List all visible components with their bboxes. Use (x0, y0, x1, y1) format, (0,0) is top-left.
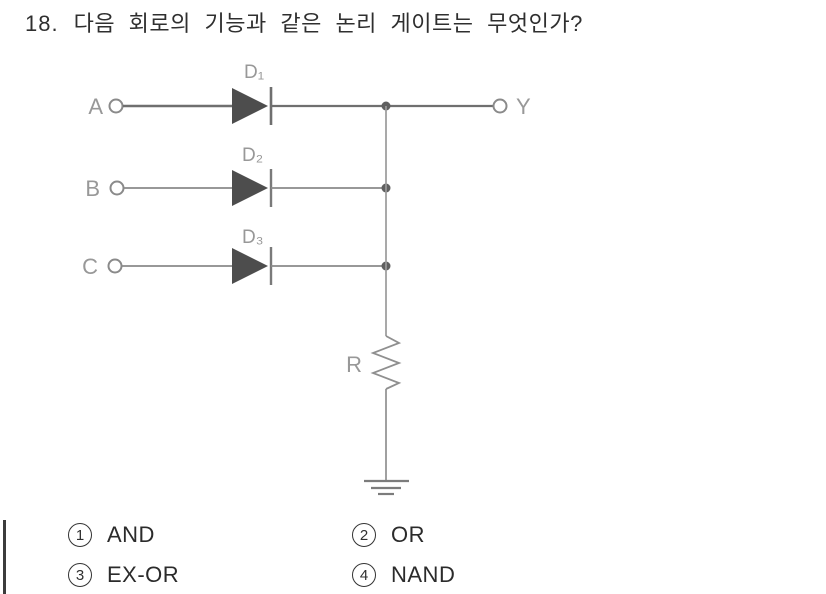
input-label-a: A (88, 94, 103, 119)
diode-label-d2: D₂ (242, 145, 263, 166)
input-label-b: B (85, 176, 100, 201)
option-1[interactable]: 1 AND (68, 522, 352, 548)
option-1-number: 1 (68, 523, 92, 547)
question-number: 18. (25, 11, 59, 36)
option-2-number: 2 (352, 523, 376, 547)
option-3[interactable]: 3 EX-OR (68, 562, 352, 588)
option-1-label: AND (107, 522, 155, 547)
question-text: 다음 회로의 기능과 같은 논리 게이트는 무엇인가? (73, 11, 583, 36)
output-label-y: Y (516, 94, 531, 119)
resistor-label: R (346, 352, 362, 377)
ground-icon (364, 479, 409, 496)
input-terminal-c (107, 258, 123, 274)
option-4[interactable]: 4 NAND (352, 562, 455, 588)
option-3-number: 3 (68, 563, 92, 587)
resistor-zigzag (370, 335, 402, 390)
answer-options: 1 AND 2 OR 3 EX-OR 4 NAND (68, 522, 455, 594)
option-4-number: 4 (352, 563, 376, 587)
diode-label-d1: D₁ (244, 62, 264, 83)
diode-d1-triangle (232, 88, 268, 124)
page-edge-line (3, 520, 6, 594)
diode-label-d3: D₃ (242, 227, 263, 248)
input-label-c: C (82, 254, 98, 279)
options-row-1: 1 AND 2 OR (68, 522, 455, 548)
diode-d2-triangle (232, 170, 268, 206)
options-row-2: 3 EX-OR 4 NAND (68, 562, 455, 588)
output-terminal-y (492, 98, 508, 114)
diode-d3-triangle (232, 248, 268, 284)
question-title: 18. 다음 회로의 기능과 같은 논리 게이트는 무엇인가? (25, 6, 583, 38)
option-3-label: EX-OR (107, 562, 180, 587)
option-4-label: NAND (391, 562, 456, 587)
option-2-label: OR (391, 522, 425, 547)
option-2[interactable]: 2 OR (352, 522, 425, 548)
input-terminal-b (109, 180, 125, 196)
input-terminal-a (108, 98, 124, 114)
